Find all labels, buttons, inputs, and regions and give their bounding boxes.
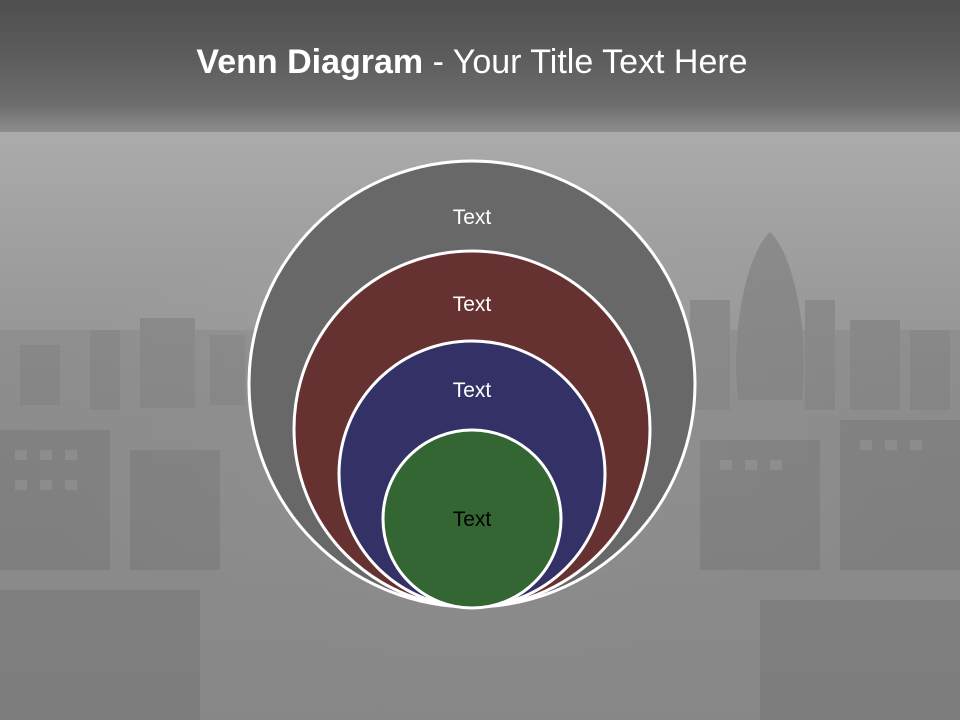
venn-label-outer: Text — [453, 206, 492, 229]
title-bold-part: Venn Diagram — [196, 43, 424, 81]
title-rest-part: - Your Title Text Here — [423, 43, 748, 81]
slide-title: Venn Diagram - Your Title Text Here — [0, 40, 944, 84]
venn-label-inner: Text — [453, 508, 492, 531]
venn-label-second: Text — [453, 293, 492, 316]
title-bar — [0, 0, 960, 132]
venn-label-third: Text — [453, 379, 492, 402]
venn-circle-inner — [381, 428, 563, 610]
